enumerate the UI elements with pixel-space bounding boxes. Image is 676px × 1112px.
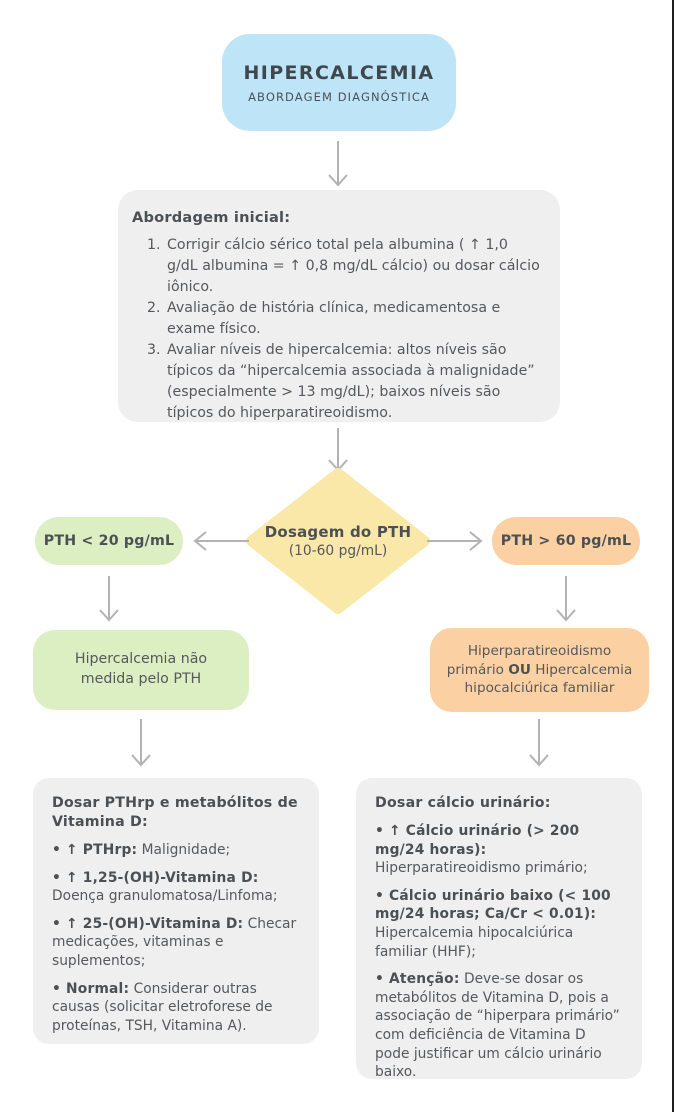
arrow-right-icon (427, 529, 483, 553)
bullet-item: • Normal: Considerar outras causas (soli… (52, 980, 273, 1034)
bullet-item: • ↑ Cálcio urinário (> 200 mg/24 horas):… (375, 823, 588, 877)
arrow-down-icon (97, 576, 121, 622)
bullet-item: • ↑ 1,25-(OH)-Vitamina D: Doença granulo… (52, 869, 278, 905)
arrow-down-icon (527, 719, 551, 767)
initial-approach-heading: Abordagem inicial: (132, 209, 291, 226)
diamond-shape (246, 468, 430, 614)
page-subtitle: ABORDAGEM DIAGNÓSTICA (248, 89, 430, 104)
arrow-down-icon (129, 719, 153, 767)
initial-approach-list: Corrigir cálcio sérico total pela albumi… (132, 235, 542, 424)
arrow-down-icon (326, 141, 350, 187)
list-item: Corrigir cálcio sérico total pela albumi… (165, 235, 542, 298)
arrow-down-icon (326, 428, 350, 472)
bullet-item: • Atenção: Deve-se dosar os metabólitos … (375, 971, 620, 1081)
result-left-text: Hipercalcemia não medida pelo PTH (74, 651, 208, 687)
decision-diamond: Dosagem do PTH (10-60 pg/mL) (245, 467, 431, 615)
pill-pth-low: PTH < 20 pg/mL (35, 517, 183, 565)
result-right-bold: OU (508, 661, 531, 678)
detail-right-box: Dosar cálcio urinário: • ↑ Cálcio urinár… (356, 778, 642, 1082)
decision-range: (10-60 pg/mL) (288, 542, 388, 559)
detail-left-box: Dosar PTHrp e metabólitos de Vitamina D:… (33, 778, 319, 1044)
arrow-down-icon (554, 576, 578, 622)
detail-left-heading: Dosar PTHrp e metabólitos de Vitamina D: (52, 795, 298, 830)
result-right-text: Hiperparatireoidismo primário OU Hiperca… (446, 642, 633, 697)
page-edge-line (672, 0, 674, 1112)
list-item: Avaliar níveis de hipercalcemia: altos n… (165, 340, 542, 424)
result-left-node: Hipercalcemia não medida pelo PTH (33, 630, 249, 710)
detail-left-bullets: • ↑ PTHrp: Malignidade; • ↑ 1,25-(OH)-Vi… (52, 841, 300, 1035)
decision-title: Dosagem do PTH (264, 522, 412, 541)
bullet-item: • Cálcio urinário baixo (< 100 mg/24 hor… (375, 887, 611, 960)
arrow-left-icon (193, 529, 249, 553)
list-item: Avaliação de história clínica, medicamen… (165, 298, 542, 340)
title-node: HIPERCALCEMIA ABORDAGEM DIAGNÓSTICA (222, 34, 456, 131)
page-title: HIPERCALCEMIA (243, 61, 435, 84)
detail-right-bullets: • ↑ Cálcio urinário (> 200 mg/24 horas):… (375, 822, 623, 1082)
bullet-item: • ↑ 25-(OH)-Vitamina D: Checar medicaçõe… (52, 915, 297, 969)
detail-right-heading: Dosar cálcio urinário: (375, 795, 551, 811)
bullet-item: • ↑ PTHrp: Malignidade; (52, 842, 231, 858)
pill-pth-high: PTH > 60 pg/mL (492, 517, 640, 565)
result-right-node: Hiperparatireoidismo primário OU Hiperca… (430, 628, 649, 712)
initial-approach-box: Abordagem inicial: Corrigir cálcio séric… (118, 190, 560, 422)
